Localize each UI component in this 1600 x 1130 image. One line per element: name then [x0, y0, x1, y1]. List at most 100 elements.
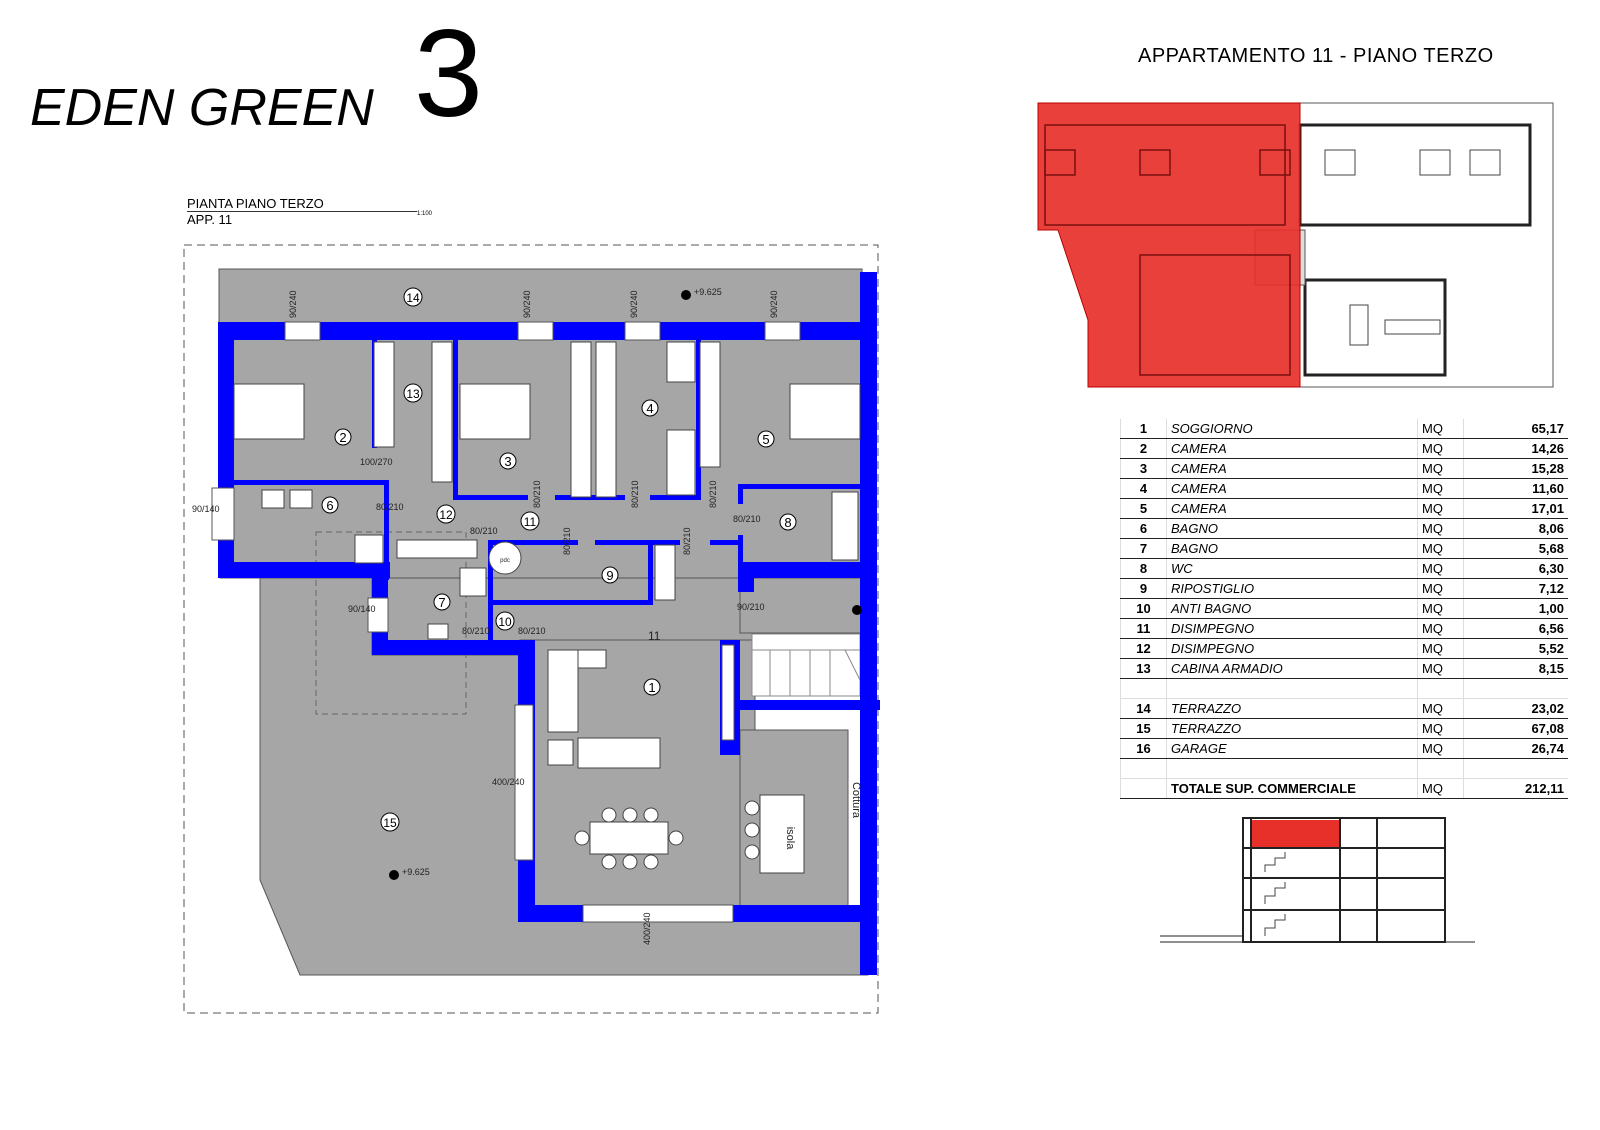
walls	[218, 272, 880, 975]
wardrobe	[431, 341, 453, 483]
room-number-cell: 15	[1120, 718, 1167, 739]
room-number-4: 4	[641, 399, 659, 417]
plot-boundary	[183, 244, 879, 1014]
project-number: 3	[414, 5, 483, 143]
building-section	[1160, 817, 1475, 943]
unit-cell: MQ	[1417, 618, 1464, 639]
door-label: 80/210	[462, 626, 490, 636]
cell	[1120, 758, 1167, 779]
plan-scale: 1:100	[417, 211, 433, 217]
svg-text:6: 6	[326, 498, 333, 513]
room-number-cell: 11	[1120, 618, 1167, 639]
section-highlight	[1251, 820, 1339, 848]
staircase	[751, 633, 861, 697]
door-label: 80/210	[532, 480, 542, 508]
key-plan-outline	[1299, 102, 1554, 388]
room-number-cell: 8	[1120, 558, 1167, 579]
overhang-line	[315, 531, 467, 715]
window	[284, 321, 321, 341]
room-number-1: 1	[643, 678, 661, 696]
room-number-cell: 1	[1120, 419, 1167, 439]
key-plan	[1037, 102, 1554, 388]
room-number-cell: 13	[1120, 658, 1167, 679]
elevation-label: +9.625	[694, 287, 722, 297]
svg-text:9: 9	[606, 568, 613, 583]
apartment-title: APPARTAMENTO 11 - PIANO TERZO	[1138, 45, 1494, 67]
chairs	[574, 800, 760, 870]
svg-text:12: 12	[439, 508, 453, 522]
door-label: 90/210	[737, 602, 765, 612]
door-label: 80/210	[518, 626, 546, 636]
room-number-cell: 5	[1120, 498, 1167, 519]
door-label: 80/210	[470, 526, 498, 536]
unit-cell: MQ	[1417, 718, 1464, 739]
isola-label: isola	[784, 827, 796, 851]
room-number-10: 10	[495, 611, 515, 631]
svg-text:11: 11	[524, 515, 537, 529]
furniture	[233, 341, 861, 874]
area-value-cell: 7,12	[1463, 578, 1568, 599]
unit-cell: MQ	[1417, 498, 1464, 519]
window	[764, 321, 801, 341]
unit-cell: MQ	[1417, 698, 1464, 719]
svg-text:13: 13	[406, 387, 420, 401]
wardrobe	[654, 544, 676, 601]
room-number-cell: 10	[1120, 598, 1167, 619]
cell	[1166, 758, 1418, 779]
unit-cell: MQ	[1417, 638, 1464, 659]
unit-cell: MQ	[1417, 478, 1464, 499]
room-number-cell: 2	[1120, 438, 1167, 459]
room-name-cell: CAMERA	[1166, 438, 1418, 459]
svg-text:10: 10	[498, 615, 512, 629]
room-name-cell: CABINA ARMADIO	[1166, 658, 1418, 679]
room-name-cell: GARAGE	[1166, 738, 1418, 759]
table-row-blank	[1120, 678, 1568, 699]
room-number-cell: 6	[1120, 518, 1167, 539]
area-value-cell: 5,52	[1463, 638, 1568, 659]
window	[721, 644, 735, 741]
room-name-cell: WC	[1166, 558, 1418, 579]
room-number-cell: 14	[1120, 698, 1167, 719]
room-number-3: 3	[499, 452, 517, 470]
cell	[1463, 678, 1568, 699]
windows	[211, 321, 801, 923]
cottura-label: Cottura	[850, 782, 862, 819]
room-number-12: 12	[436, 504, 456, 524]
total-label-cell: TOTALE SUP. COMMERCIALE	[1166, 778, 1418, 799]
window-label: 400/240	[642, 912, 652, 945]
wardrobe	[699, 341, 721, 468]
window-label: 100/270	[360, 457, 393, 467]
room-name-cell: RIPOSTIGLIO	[1166, 578, 1418, 599]
room-number-8: 8	[779, 513, 797, 531]
stair-bed	[666, 429, 696, 496]
svg-text:15: 15	[383, 816, 397, 830]
plan-title: PIANTA PIANO TERZO	[187, 197, 417, 212]
svg-text:8: 8	[784, 515, 791, 530]
project-title: EDEN GREEN	[30, 79, 374, 137]
area-value-cell: 8,06	[1463, 518, 1568, 539]
area-value-cell: 15,28	[1463, 458, 1568, 479]
unit-cell: MQ	[1417, 558, 1464, 579]
unit-cell: MQ	[1417, 778, 1464, 799]
window	[582, 904, 734, 923]
room-number-cell: 3	[1120, 458, 1167, 479]
room-number-cell: 9	[1120, 578, 1167, 599]
window	[517, 321, 554, 341]
unit-cell: MQ	[1417, 419, 1464, 439]
window-label: 400/240	[492, 777, 525, 787]
table-row-blank	[1120, 758, 1568, 779]
cell	[1120, 678, 1167, 699]
wardrobe	[373, 341, 395, 448]
room-name-cell: ANTI BAGNO	[1166, 598, 1418, 619]
area-value-cell: 65,17	[1463, 419, 1568, 439]
svg-text:3: 3	[504, 454, 511, 469]
door-label: 80/210	[376, 502, 404, 512]
cell	[1166, 678, 1418, 699]
